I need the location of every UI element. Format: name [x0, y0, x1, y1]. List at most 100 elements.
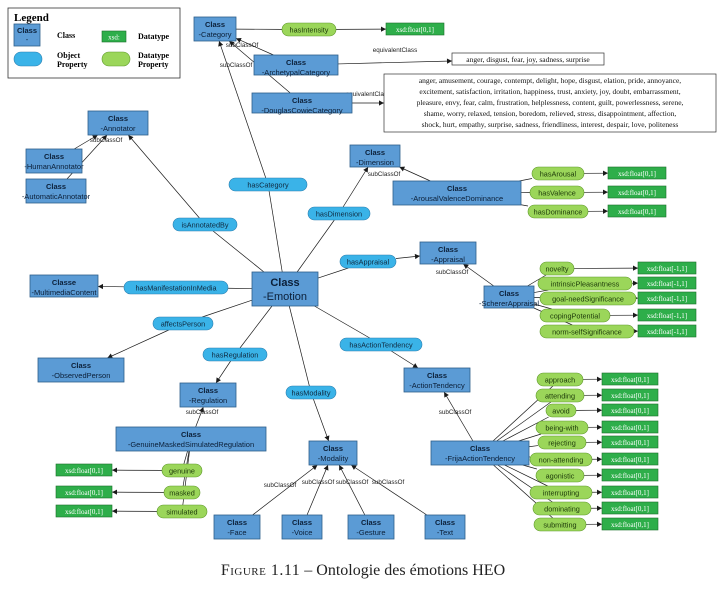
datatype-property-novelty[interactable]: novelty [539, 261, 575, 276]
datatype-range: xsd:float[-1,1] [647, 312, 687, 320]
class-douglas[interactable]: Class-DouglasCowieCategory [251, 92, 353, 115]
object-property-affectsPerson[interactable]: affectsPerson [152, 316, 214, 331]
class-name: -FrijaActionTendency [445, 454, 515, 463]
datatype-property-hasDominance[interactable]: hasDominance [527, 204, 589, 219]
class-gmsr[interactable]: Class-GenuineMaskedSimulatedRegulation [115, 426, 267, 452]
class-actiontendency[interactable]: Class-ActionTendency [403, 367, 471, 393]
class-frija[interactable]: Class-FrijaActionTendency [430, 440, 530, 466]
class-name: -ObservedPerson [52, 371, 111, 380]
class-observed[interactable]: Class-ObservedPerson [37, 357, 125, 383]
edge-hasActionTendency-actiontendency [391, 350, 419, 369]
datatype-property-nonattending[interactable]: non-attending [529, 452, 593, 467]
datatype-property-label: being-with [545, 424, 578, 433]
arrowhead [596, 392, 602, 398]
arrowhead [596, 472, 602, 478]
class-avd[interactable]: Class-ArousalValenceDominance [392, 180, 522, 206]
object-property-hasCategory[interactable]: hasCategory [228, 177, 308, 192]
class-regulation[interactable]: Class-Regulation [179, 382, 237, 408]
object-property-hasRegulation[interactable]: hasRegulation [202, 347, 268, 362]
class-appraisal[interactable]: Class-Appraisal [419, 241, 477, 265]
edge-label-subclass: subClassOf [220, 62, 253, 69]
class-annotator[interactable]: Class-Annotator [87, 110, 149, 136]
class-name: -DouglasCowieCategory [261, 106, 343, 115]
datatype-property-label: genuine [169, 467, 195, 476]
class-keyword: Class [447, 184, 467, 193]
class-archetypal[interactable]: Class-ArchetypalCategory [253, 54, 339, 77]
arrowhead [632, 280, 638, 286]
datatype-hasValence: xsd:float[0,1] [607, 185, 667, 199]
datatype-submitting: xsd:float[0,1] [601, 517, 659, 531]
class-category[interactable]: Class-Category [193, 16, 237, 42]
object-property-hasActionTendency[interactable]: hasActionTendency [339, 337, 423, 352]
datatype-property-simulated[interactable]: simulated [156, 504, 208, 519]
edge-emotion-hasActionTendency [314, 305, 370, 339]
datatype-property-submitting[interactable]: submitting [533, 517, 587, 532]
datatype-property-label: hasValence [538, 189, 576, 198]
class-keyword: Class [286, 58, 306, 67]
class-dimension[interactable]: Class-Dimension [349, 144, 401, 168]
datatype-approach: xsd:float[0,1] [601, 372, 659, 386]
datatype-property-intrinsic[interactable]: intrinsicPleasantness [537, 276, 633, 291]
class-scherer[interactable]: Class-SchererAppraisal [479, 285, 539, 309]
class-keyword: Class [46, 182, 66, 191]
arrowhead [379, 100, 384, 106]
class-human[interactable]: Class-HumanAnnotator [24, 148, 84, 174]
edge-frija-attending [496, 401, 552, 442]
datatype-property-interrupting[interactable]: interrupting [529, 485, 593, 500]
class-face[interactable]: Class-Face [213, 514, 261, 540]
object-property-label: affectsPerson [161, 320, 205, 329]
datatype-property-agonistic[interactable]: agonistic [535, 468, 585, 483]
datatype-property-attending[interactable]: attending [535, 388, 585, 403]
note-line: anger, amusement, courage, contempt, del… [419, 76, 681, 85]
object-property-isAnnotatedBy[interactable]: isAnnotatedBy [172, 217, 238, 232]
caption-separator: – [300, 562, 317, 579]
legend-class-label: Class [57, 31, 75, 40]
datatype-property-masked[interactable]: masked [163, 485, 201, 500]
edge-frija-subclass [443, 391, 474, 442]
datatype-property-approach[interactable]: approach [536, 372, 584, 387]
arrowhead [596, 521, 602, 527]
datatype-property-rejecting[interactable]: rejecting [537, 435, 587, 450]
arrowhead [112, 508, 118, 514]
datatype-range: xsd:float[0,1] [611, 424, 649, 432]
arrowhead [107, 353, 113, 359]
class-voice[interactable]: Class-Voice [281, 514, 323, 540]
datatype-property-avoid[interactable]: avoid [545, 403, 577, 418]
datatype-property-hasArousal[interactable]: hasArousal [531, 166, 585, 181]
datatype-range: xsd:float[0,1] [611, 407, 649, 415]
datatype-property-label: masked [169, 489, 195, 498]
object-property-hasDimension[interactable]: hasDimension [307, 206, 371, 221]
notes-layer: anger, disgust, fear, joy, sadness, surp… [383, 52, 717, 133]
note-line: anger, disgust, fear, joy, sadness, surp… [466, 55, 590, 64]
datatype-property-norm[interactable]: norm-selfSignificance [539, 324, 635, 339]
datatype-property-hasValence[interactable]: hasValence [529, 185, 585, 200]
edge-gesture-subclass [338, 464, 366, 516]
class-name: -Voice [292, 528, 313, 537]
datatype-property-hasIntensity[interactable]: hasIntensity [281, 22, 337, 37]
note-line: pleasure, envy, fear, calm, frustration,… [417, 98, 684, 107]
class-multimedia[interactable]: Classe-MultimediaContent [29, 274, 99, 298]
class-keyword: Class [181, 430, 201, 439]
class-text[interactable]: Class-Text [424, 514, 466, 540]
edge-text-subclass [350, 464, 428, 516]
edge-label-subclass: subClassOf [90, 137, 123, 144]
datatype-property-goal[interactable]: goal-needSignificance [539, 291, 637, 306]
class-modality[interactable]: Class-Modality [308, 440, 358, 466]
datatype-property-beingwith[interactable]: being-with [535, 420, 589, 435]
object-property-hasModality[interactable]: hasModality [285, 385, 337, 400]
class-emotion[interactable]: Class-Emotion [251, 271, 319, 307]
arrowhead [596, 489, 602, 495]
note-line: shame, worry, relaxed, tension, boredom,… [424, 109, 677, 118]
datatype-property-label: hasDominance [534, 208, 583, 217]
object-property-hasManifestation[interactable]: hasManifestationInMedia [123, 280, 229, 295]
class-gesture[interactable]: Class-Gesture [347, 514, 395, 540]
datatype-property-dominating[interactable]: dominating [532, 501, 592, 516]
class-keyword: Class [198, 386, 218, 395]
datatype-property-coping[interactable]: copingPotential [539, 308, 611, 323]
datatype-property-genuine[interactable]: genuine [161, 463, 203, 478]
object-property-hasAppraisal[interactable]: hasAppraisal [339, 254, 397, 269]
edge-archetypal-subclass [235, 38, 274, 56]
edge-label-subclass: subClassOf [186, 409, 219, 416]
datatype-avoid: xsd:float[0,1] [601, 403, 659, 417]
class-automatic[interactable]: Class-AutomaticAnnotator [22, 178, 91, 204]
